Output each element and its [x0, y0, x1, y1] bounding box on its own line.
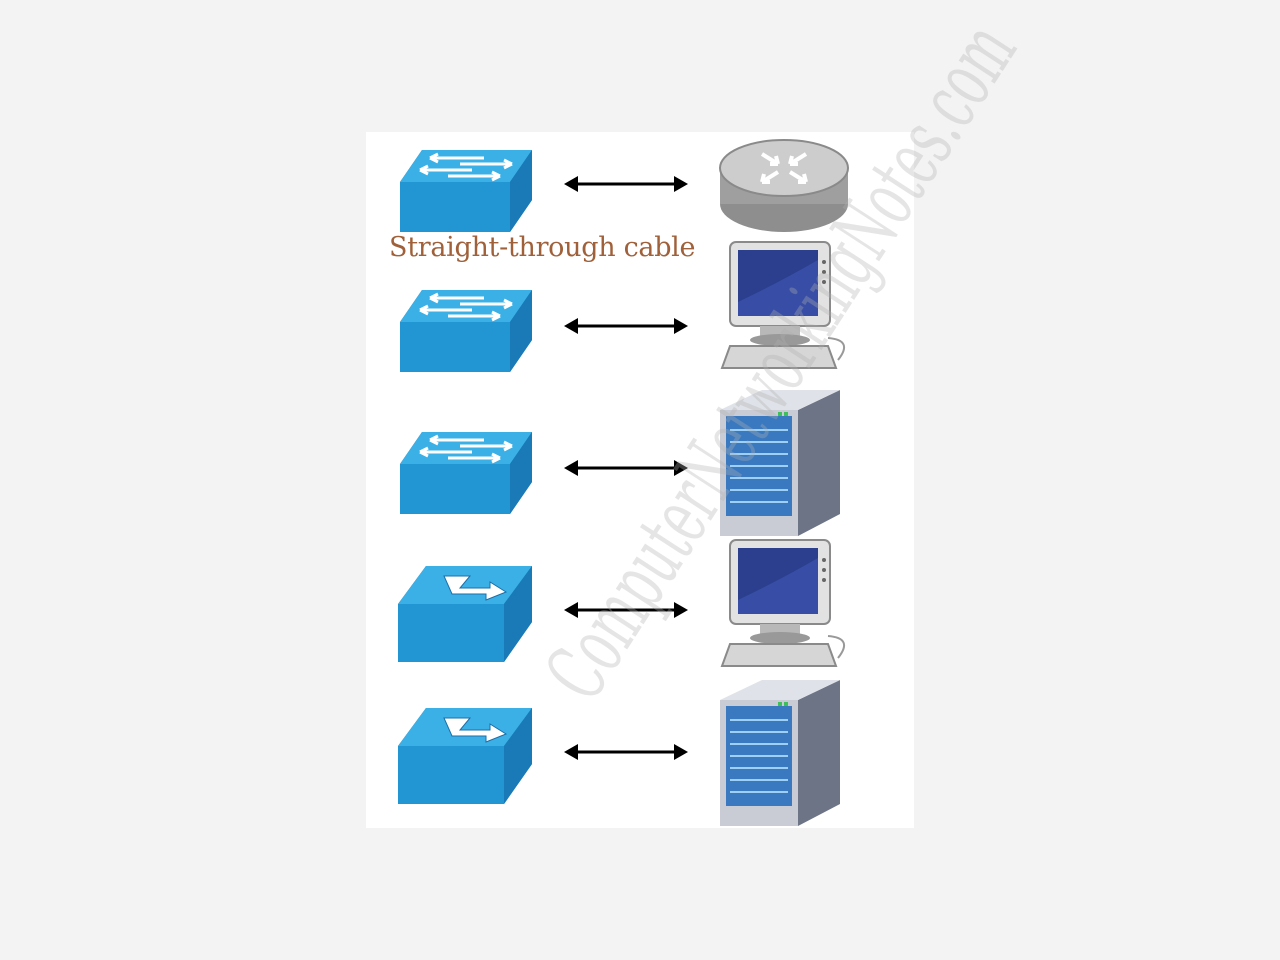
server-icon — [720, 680, 840, 826]
connection-arrow — [564, 176, 688, 192]
pc-icon — [720, 539, 846, 667]
server-icon — [720, 390, 840, 536]
cable-caption: Straight-through cable — [389, 232, 696, 263]
pc-icon — [720, 241, 846, 369]
switch-icon — [400, 150, 532, 232]
connection-arrow — [564, 460, 688, 476]
connection-arrow — [564, 318, 688, 334]
switch-icon — [400, 432, 532, 514]
connection-arrow — [564, 744, 688, 760]
hub-icon — [398, 708, 532, 804]
router-icon — [719, 139, 849, 232]
connection-arrow — [564, 602, 688, 618]
switch-icon — [400, 290, 532, 372]
hub-icon — [398, 566, 532, 662]
